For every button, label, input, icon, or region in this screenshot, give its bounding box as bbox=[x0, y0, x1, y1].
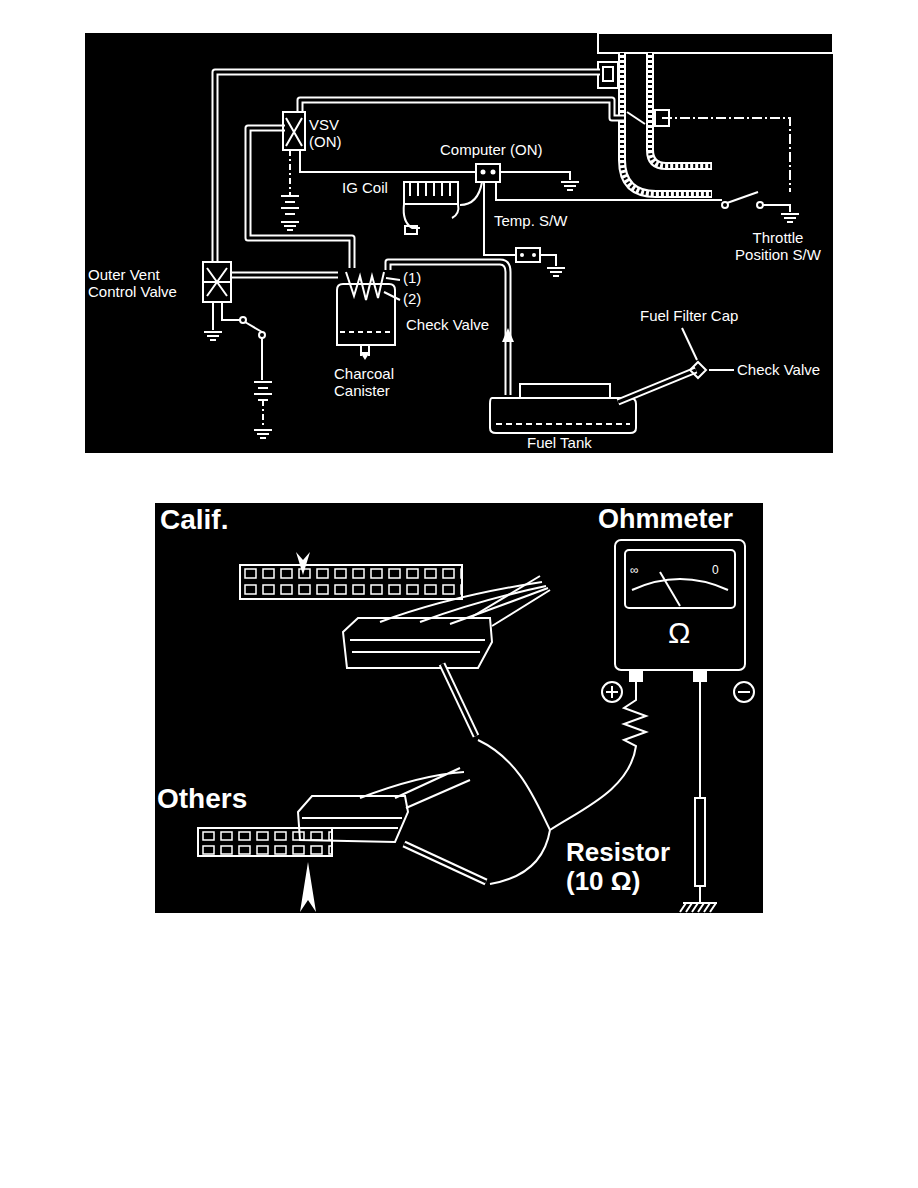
component-label: Check Valve bbox=[406, 317, 489, 334]
callout-number: (1) bbox=[403, 270, 421, 287]
component-label: Throttle Position S/W bbox=[728, 230, 828, 264]
wiring bbox=[300, 118, 799, 276]
component-label: Outer Vent Control Valve bbox=[88, 267, 196, 301]
ohm-symbol: Ω bbox=[668, 616, 690, 650]
heading-label: Calif. bbox=[160, 504, 228, 535]
component-label: Check Valve bbox=[737, 362, 820, 379]
component-label: Temp. S/W bbox=[494, 213, 567, 230]
heading-label: Ohmmeter bbox=[598, 504, 733, 534]
callout-number: (2) bbox=[403, 291, 421, 308]
test-probes bbox=[404, 664, 717, 912]
calif-connector bbox=[240, 552, 550, 668]
vacuum-hoses bbox=[215, 72, 624, 395]
charcoal-canister bbox=[337, 272, 400, 360]
component-label: VSV (ON) bbox=[309, 117, 349, 151]
panel-ground bbox=[155, 503, 763, 913]
ig-coil bbox=[404, 182, 459, 234]
panel-ground bbox=[85, 33, 833, 453]
component-label: Fuel Filter Cap bbox=[640, 308, 738, 325]
fuel-tank bbox=[490, 328, 734, 433]
component-label: IG Coil bbox=[342, 180, 388, 197]
heading-label: Others bbox=[157, 783, 247, 814]
component-label: Fuel Tank bbox=[527, 435, 592, 452]
component-label: Charcoal Canister bbox=[334, 366, 414, 400]
component-label: Resistor (10 Ω) bbox=[566, 838, 696, 896]
scale-mark: ∞ bbox=[630, 564, 639, 577]
throttle-body bbox=[598, 33, 833, 194]
scale-mark: 0 bbox=[712, 564, 719, 577]
ohmmeter bbox=[602, 540, 754, 702]
component-label: Computer (ON) bbox=[440, 142, 543, 159]
outer-vent-control-valve bbox=[203, 262, 272, 438]
